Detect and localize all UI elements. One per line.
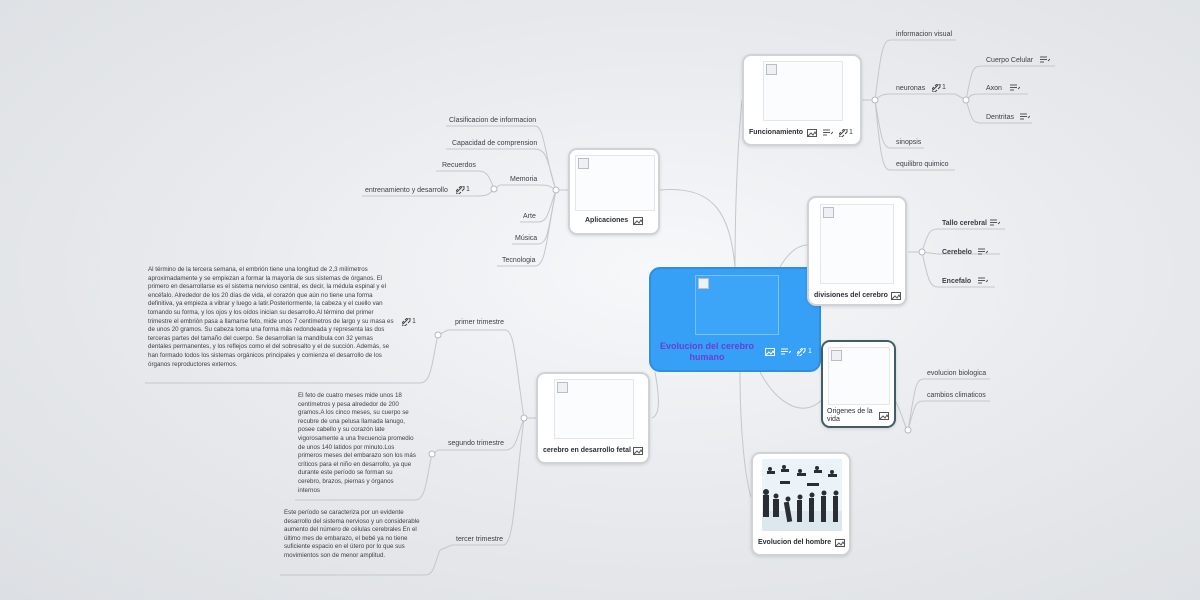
primer-trimestre-text: Al término de la tercera semana, el embr…: [148, 266, 394, 368]
central-topic-title: Evolucion del cerebro humano: [659, 341, 755, 362]
evolucion-hombre-node[interactable]: Evolucion del hombre: [751, 452, 851, 556]
divisiones-title: divisiones del cerebro: [814, 292, 888, 299]
topic-musica[interactable]: Música: [515, 235, 538, 242]
fetal-title: cerebro en desarrollo fetal: [543, 447, 631, 454]
image-icon[interactable]: [633, 447, 643, 455]
funcionamiento-title: Funcionamiento: [749, 129, 804, 136]
notes-icon[interactable]: [1040, 56, 1050, 64]
entrenamiento-link-count: 1: [466, 186, 470, 193]
aplicaciones-title: Aplicaciones: [585, 217, 629, 224]
aplicaciones-image-placeholder: [575, 155, 655, 211]
topic-tallo-cerebral[interactable]: Tallo cerebral: [942, 220, 988, 227]
image-icon[interactable]: [835, 539, 845, 547]
notes-icon[interactable]: [823, 129, 833, 137]
funcionamiento-link-count: 1: [849, 129, 853, 136]
topic-encefalo[interactable]: Encefalo: [942, 278, 972, 285]
topic-axon[interactable]: Axon: [986, 85, 1002, 92]
topic-evolucion-biologica[interactable]: evolucion biologica: [927, 370, 987, 377]
image-icon[interactable]: [879, 412, 889, 420]
topic-entrenamiento[interactable]: entrenamiento y desarrollo: [365, 187, 448, 194]
topic-segundo-trimestre[interactable]: segundo trimestre: [448, 440, 505, 447]
broken-image-icon: [698, 278, 709, 289]
topic-tercer-trimestre[interactable]: tercer trimestre: [456, 536, 504, 543]
central-topic-node[interactable]: Evolucion del cerebro humano 1: [649, 267, 821, 372]
broken-image-icon: [831, 350, 842, 361]
topic-primer-trimestre[interactable]: primer trimestre: [455, 319, 505, 326]
funcionamiento-node[interactable]: Funcionamiento 1: [742, 54, 862, 146]
divisiones-node[interactable]: divisiones del cerebro: [807, 196, 907, 306]
image-icon[interactable]: [633, 217, 643, 225]
image-icon[interactable]: [765, 348, 775, 356]
notes-icon[interactable]: [990, 219, 1000, 227]
divisiones-image-placeholder: [820, 204, 894, 284]
notes-icon[interactable]: [1010, 84, 1020, 92]
topic-cuerpo-celular[interactable]: Cuerpo Celular: [986, 57, 1034, 64]
topic-equilibro-quimico[interactable]: equilibro quimico: [896, 161, 949, 168]
notes-icon[interactable]: [781, 348, 791, 356]
neuronas-link-count: 1: [942, 84, 946, 91]
notes-icon[interactable]: [978, 248, 988, 256]
image-icon[interactable]: [807, 129, 817, 137]
topic-sinopsis[interactable]: sinopsis: [896, 139, 922, 146]
link-icon[interactable]: [839, 129, 849, 137]
topic-clasificacion[interactable]: Clasificacion de informacion: [449, 117, 537, 124]
topic-cambios-climaticos[interactable]: cambios climaticos: [927, 392, 986, 399]
broken-image-icon: [766, 64, 777, 75]
tercer-trimestre-text: Este período se caracteriza por un evide…: [284, 509, 420, 559]
topic-capacidad[interactable]: Capacidad de comprension: [452, 140, 538, 147]
notes-icon[interactable]: [1020, 113, 1030, 121]
link-icon[interactable]: [797, 348, 807, 356]
fetal-image-placeholder: [554, 379, 634, 439]
origenes-title: Origenes de la vida: [827, 408, 873, 423]
central-image-placeholder: [695, 275, 779, 335]
central-link-count: 1: [808, 348, 812, 355]
image-icon[interactable]: [891, 292, 901, 300]
link-icon[interactable]: [932, 84, 942, 92]
link-icon[interactable]: [402, 318, 412, 326]
origenes-node[interactable]: Origenes de la vida: [821, 340, 896, 428]
link-icon[interactable]: [456, 186, 466, 194]
human-evolution-image: [762, 459, 842, 531]
segundo-trimestre-text: El feto de cuatro meses mide unos 18 cen…: [298, 392, 416, 494]
fetal-node[interactable]: cerebro en desarrollo fetal: [536, 372, 650, 464]
broken-image-icon: [823, 207, 834, 218]
topic-memoria[interactable]: Memoria: [510, 176, 538, 183]
topic-arte[interactable]: Arte: [523, 213, 536, 220]
notes-icon[interactable]: [978, 277, 988, 285]
funcionamiento-image-placeholder: [763, 61, 843, 121]
topic-tecnologia[interactable]: Tecnologia: [502, 257, 536, 264]
broken-image-icon: [578, 158, 589, 169]
topic-neuronas[interactable]: neuronas: [896, 85, 926, 92]
topic-recuerdos[interactable]: Recuerdos: [442, 162, 476, 169]
broken-image-icon: [557, 382, 568, 393]
topic-informacion-visual[interactable]: informacion visual: [896, 31, 953, 38]
origenes-image-placeholder: [828, 347, 890, 405]
primer-link-count: 1: [412, 318, 416, 325]
evolucion-hombre-title: Evolucion del hombre: [758, 539, 832, 546]
topic-cerebelo[interactable]: Cerebelo: [942, 249, 972, 256]
topic-dentritas[interactable]: Dentritas: [986, 114, 1015, 121]
aplicaciones-node[interactable]: Aplicaciones: [568, 148, 660, 235]
